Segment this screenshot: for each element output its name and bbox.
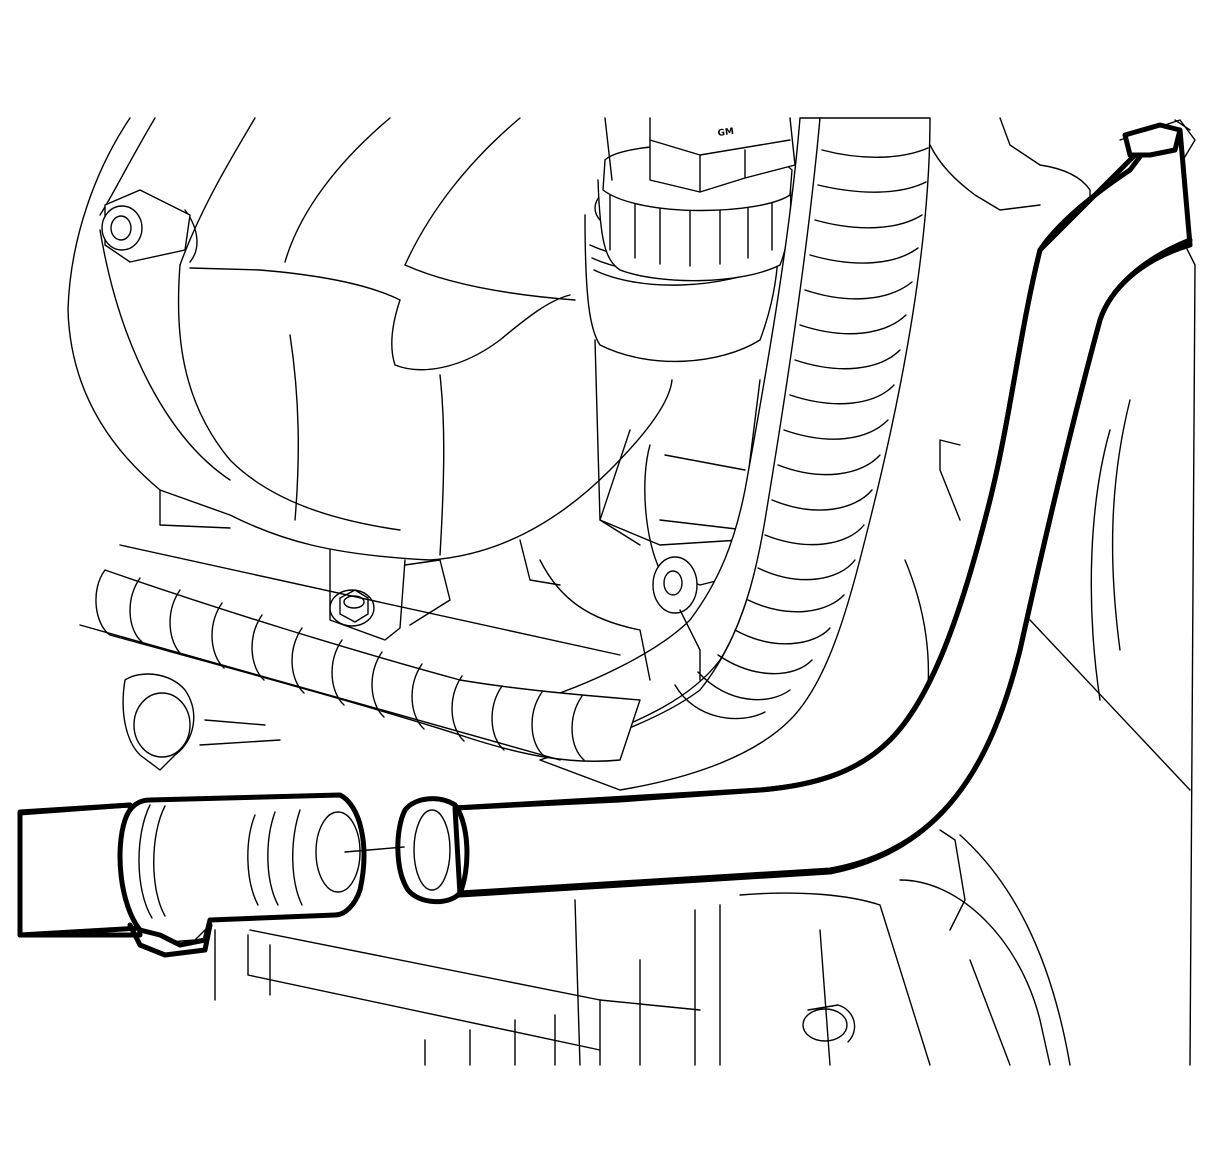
highlighted-heater-hose-left (17, 792, 367, 958)
corrugated-hose-horizontal (95, 569, 641, 762)
oil-filler-cap: GM (584, 117, 796, 614)
engine-background-lines (79, 117, 1196, 1066)
connection-leader-line (344, 846, 405, 853)
highlighted-heater-hose-right (395, 122, 1193, 905)
intake-manifold (67, 117, 673, 641)
manifold-stud (101, 189, 191, 263)
cap-marking-text: GM (717, 127, 735, 139)
